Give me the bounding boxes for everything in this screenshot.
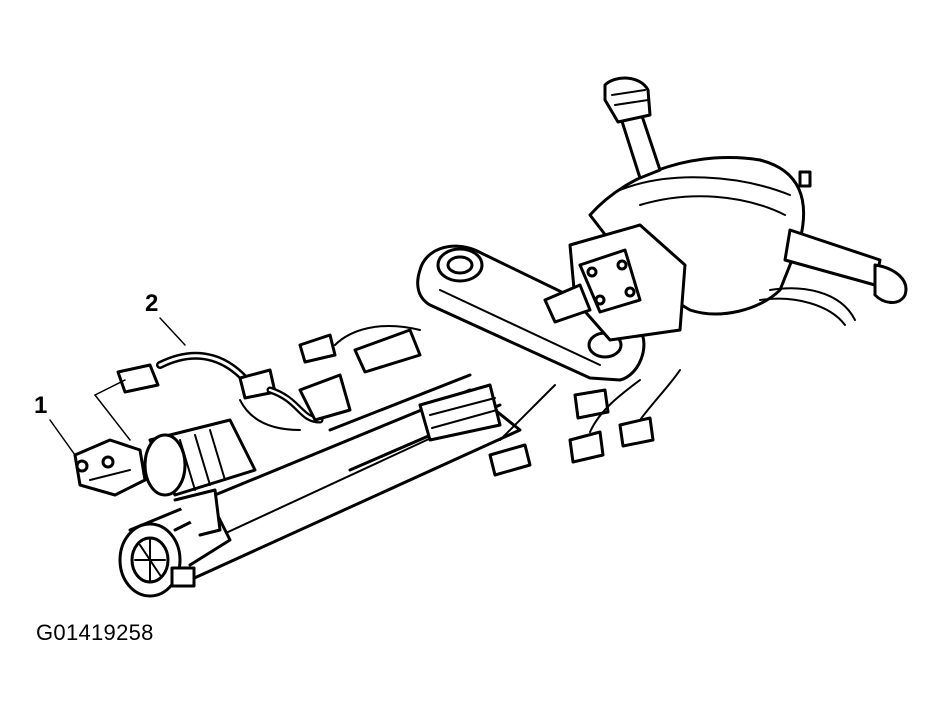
- wiring-harness: [118, 356, 320, 430]
- upper-shroud: [545, 157, 804, 340]
- turn-signal-stalk: [605, 78, 660, 178]
- callout-1: 1: [34, 392, 48, 419]
- callout-2: 2: [145, 290, 159, 317]
- leader-line-1: [50, 420, 75, 455]
- leader-line-1b: [95, 395, 130, 440]
- wiper-stalk: [760, 172, 906, 325]
- leader-line-1a: [95, 380, 125, 395]
- mid-connectors: [300, 326, 680, 475]
- leader-line-2: [160, 318, 185, 345]
- motor-assembly: [75, 420, 255, 535]
- figure-id-label: G01419258: [36, 620, 154, 645]
- leader-lines: [50, 318, 185, 455]
